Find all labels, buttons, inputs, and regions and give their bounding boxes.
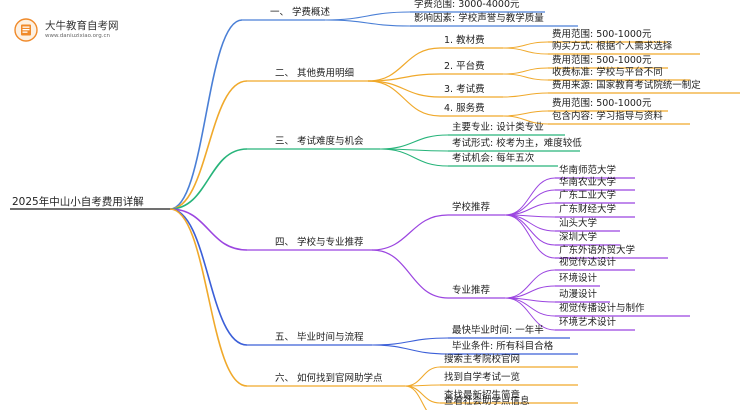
leaf-5-2: 毕业条件: 所有科目合格 xyxy=(452,341,554,352)
subtopic-4-1: 学校推荐 xyxy=(452,202,491,213)
subtopic-2-2: 2. 平台费 xyxy=(444,61,485,72)
branch-line-section-4 xyxy=(169,208,248,251)
leaf-3-3: 考试机会: 每年五次 xyxy=(452,153,535,164)
leaf-4-2-3: 动漫设计 xyxy=(559,289,598,300)
leaf-connector-2-4-2 xyxy=(502,115,549,125)
leaf-4-2-2: 环境设计 xyxy=(559,273,598,284)
sub-connector-4-2 xyxy=(371,249,449,299)
branch-line-section-3 xyxy=(169,148,248,210)
leaf-4-1-7: 广东外语外贸大学 xyxy=(559,245,636,256)
brand-logo: 大牛教育自考网 www.daniuzixiao.org.cn xyxy=(12,16,157,46)
leaf-connector-6-3 xyxy=(404,385,441,404)
section-title-3: 三、 考试难度与机会 xyxy=(275,136,364,147)
subtopic-2-1: 1. 教材费 xyxy=(444,35,485,46)
leaf-4-2-5: 环境艺术设计 xyxy=(559,317,617,328)
leaf-connector-2-3-1 xyxy=(502,92,549,98)
leaf-1-2: 影响因素: 学校声誉与教学质量 xyxy=(414,13,544,24)
leaf-connector-4-1-2 xyxy=(504,189,556,216)
book-logo-icon xyxy=(14,18,38,42)
leaf-2-4-1: 费用范围: 500-1000元 xyxy=(552,98,652,109)
leaf-2-2-2: 收费标准: 学校与平台不同 xyxy=(552,67,663,78)
leaf-4-1-4: 广东财经大学 xyxy=(559,204,617,215)
leaf-4-1-5: 汕头大学 xyxy=(559,218,598,229)
leaf-connector-4-2-1 xyxy=(504,269,556,299)
leaf-6-1: 搜索主考院校官网 xyxy=(444,354,521,365)
leaf-1-1: 学费范围: 3000-4000元 xyxy=(414,0,520,10)
leaf-4-1-2: 华南农业大学 xyxy=(559,177,617,188)
leaf-connector-4-1-7 xyxy=(504,214,556,259)
leaf-connector-5-1 xyxy=(371,337,449,346)
leaf-4-2-1: 视觉传达设计 xyxy=(559,257,617,268)
leaf-4-1-1: 华南师范大学 xyxy=(559,165,617,176)
branch-line-section-1 xyxy=(169,19,243,210)
sub-connector-2-1 xyxy=(367,47,441,82)
leaf-3-2: 考试形式: 校考为主，难度较低 xyxy=(452,138,582,149)
leaf-2-4-2: 包含内容: 学习指导与资料 xyxy=(552,111,663,122)
leaf-4-1-3: 广东工业大学 xyxy=(559,190,617,201)
leaf-4-2-4: 视觉传播设计与制作 xyxy=(559,303,645,314)
leaf-connector-2-4-1 xyxy=(502,110,549,117)
leaf-4-1-6: 深圳大学 xyxy=(559,232,598,243)
leaf-2-1-2: 购买方式: 根据个人需求选择 xyxy=(552,41,673,52)
subtopic-2-3: 3. 考试费 xyxy=(444,84,485,95)
leaf-connector-3-1 xyxy=(379,134,449,150)
leaf-2-2-1: 费用范围: 500-1000元 xyxy=(552,55,652,66)
sub-connector-2-4 xyxy=(367,80,441,117)
subtopic-2-4: 4. 服务费 xyxy=(444,103,485,114)
leaf-connector-4-2-2 xyxy=(504,285,556,299)
leaf-6-2: 找到自学考试一览 xyxy=(444,372,521,383)
leaf-connector-3-3 xyxy=(379,148,449,167)
section-title-2: 二、 其他费用明细 xyxy=(275,68,355,79)
branch-line-section-2 xyxy=(169,80,248,210)
section-title-6: 六、 如何找到官网助学点 xyxy=(275,373,383,384)
section-title-5: 五、 毕业时间与流程 xyxy=(275,332,364,343)
leaf-connector-6-4 xyxy=(404,385,427,410)
leaf-connector-2-1-2 xyxy=(502,47,549,55)
root-topic: 2025年中山小自考费用详解 xyxy=(12,196,144,208)
sub-connector-2-3 xyxy=(367,80,441,98)
brand-url: www.daniuzixiao.org.cn xyxy=(45,33,110,39)
leaf-connector-2-2-1 xyxy=(502,67,549,75)
leaf-2-1-1: 费用范围: 500-1000元 xyxy=(552,29,652,40)
branch-line-section-6 xyxy=(169,208,248,387)
leaf-connector-2-2-2 xyxy=(502,73,549,81)
leaf-6-4: 查看社会助学点信息 xyxy=(444,396,530,407)
branch-line-section-5 xyxy=(169,208,248,346)
leaf-connector-6-1 xyxy=(404,366,441,387)
leaf-connector-5-2 xyxy=(371,344,449,355)
brand-name: 大牛教育自考网 xyxy=(45,20,119,32)
subtopic-4-2: 专业推荐 xyxy=(452,285,491,296)
leaf-2-3-1: 费用来源: 国家教育考试院统一制定 xyxy=(552,80,701,91)
section-title-1: 一、 学费概述 xyxy=(270,7,331,18)
sub-connector-4-1 xyxy=(371,214,449,251)
leaf-connector-1-1 xyxy=(324,11,411,21)
leaf-connector-1-2 xyxy=(324,19,411,27)
leaf-connector-2-1-1 xyxy=(502,41,549,49)
leaf-connector-4-2-5 xyxy=(504,297,556,331)
leaf-6-3: 查找最新招生简章 xyxy=(444,390,521,401)
leaf-3-1: 主要专业: 设计类专业 xyxy=(452,122,544,133)
section-title-4: 四、 学校与专业推荐 xyxy=(275,237,364,248)
leaf-5-1: 最快毕业时间: 一年半 xyxy=(452,325,544,336)
